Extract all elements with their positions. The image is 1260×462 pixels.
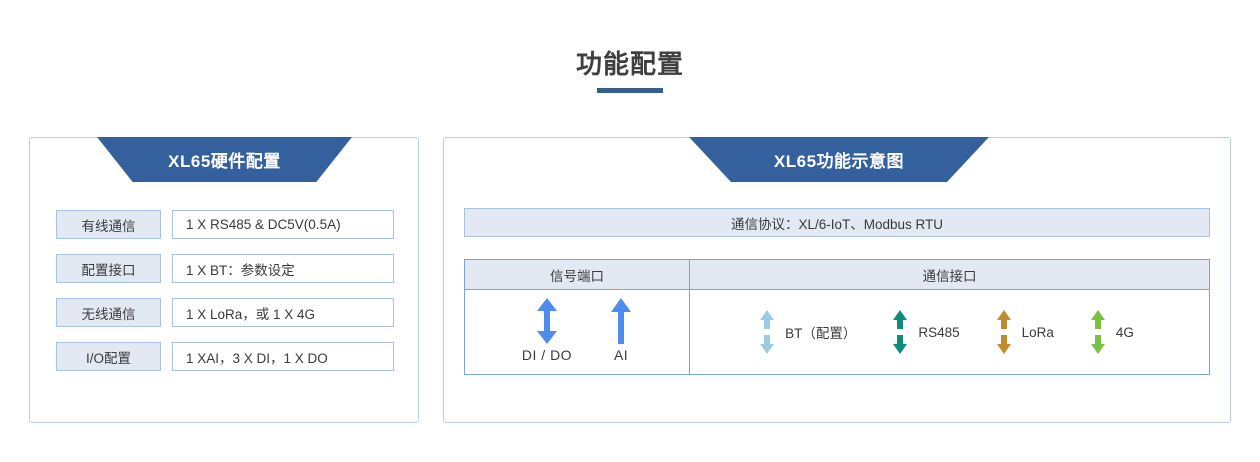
comm-interface-4g: 4G bbox=[1090, 310, 1134, 354]
comm-interface-label: RS485 bbox=[918, 324, 960, 340]
interface-matrix-table: 信号端口 通信接口 DI / DO bbox=[464, 259, 1210, 375]
row-label: 有线通信 bbox=[56, 210, 161, 239]
comm-interface-label: 4G bbox=[1115, 324, 1134, 340]
signal-port-di-do: DI / DO bbox=[522, 297, 572, 363]
comm-interface-rs485: RS485 bbox=[892, 310, 960, 354]
matrix-body-row: DI / DO AI bbox=[465, 290, 1209, 374]
row-value: 1 X BT：参数设定 bbox=[172, 254, 394, 283]
table-row: 无线通信 1 X LoRa，或 1 X 4G bbox=[56, 298, 394, 327]
comm-interface-lora: LoRa bbox=[996, 310, 1054, 354]
signal-ports-cell: DI / DO AI bbox=[465, 290, 689, 374]
signal-ports-group: DI / DO AI bbox=[465, 297, 689, 367]
protocol-bar: 通信协议：XL/6-IoT、Modbus RTU bbox=[464, 208, 1210, 237]
row-value: 1 XAI，3 X DI，1 X DO bbox=[172, 342, 394, 371]
split-double-arrow-icon bbox=[759, 310, 775, 354]
hardware-config-panel: XL65硬件配置 有线通信 1 X RS485 & DC5V(0.5A) 配置接… bbox=[29, 137, 419, 423]
function-diagram-panel: XL65功能示意图 通信协议：XL/6-IoT、Modbus RTU 信号端口 … bbox=[443, 137, 1231, 423]
hardware-config-ribbon-title: XL65硬件配置 bbox=[97, 137, 352, 182]
hardware-config-rows: 有线通信 1 X RS485 & DC5V(0.5A) 配置接口 1 X BT：… bbox=[56, 210, 394, 386]
title-underline bbox=[597, 88, 663, 93]
split-double-arrow-icon bbox=[1090, 310, 1106, 354]
double-arrow-icon bbox=[536, 297, 558, 345]
page-title: 功能配置 bbox=[575, 49, 684, 79]
function-diagram-ribbon-title: XL65功能示意图 bbox=[689, 137, 989, 182]
matrix-header-row: 信号端口 通信接口 bbox=[465, 260, 1209, 290]
split-double-arrow-icon bbox=[996, 310, 1012, 354]
page-title-block: 功能配置 bbox=[0, 48, 1260, 93]
split-double-arrow-icon bbox=[892, 310, 908, 354]
row-value: 1 X RS485 & DC5V(0.5A) bbox=[172, 210, 394, 239]
comm-interfaces-group: BT（配置） RS485 bbox=[690, 310, 1209, 354]
comm-interface-label: BT（配置） bbox=[785, 326, 857, 341]
row-label: I/O配置 bbox=[56, 342, 161, 371]
row-label: 配置接口 bbox=[56, 254, 161, 283]
column-header-signal-ports: 信号端口 bbox=[550, 268, 604, 284]
signal-port-ai: AI bbox=[610, 297, 632, 363]
comm-interface-label: LoRa bbox=[1021, 324, 1054, 340]
comm-interfaces-cell: BT（配置） RS485 bbox=[689, 290, 1209, 374]
table-row: 有线通信 1 X RS485 & DC5V(0.5A) bbox=[56, 210, 394, 239]
up-arrow-icon bbox=[610, 297, 632, 345]
row-label: 无线通信 bbox=[56, 298, 161, 327]
comm-interface-bt: BT（配置） bbox=[759, 310, 856, 354]
signal-port-label: AI bbox=[613, 347, 629, 363]
row-value: 1 X LoRa，或 1 X 4G bbox=[172, 298, 394, 327]
column-header-comm-interfaces: 通信接口 bbox=[689, 260, 1209, 289]
table-row: 配置接口 1 X BT：参数设定 bbox=[56, 254, 394, 283]
signal-port-label: DI / DO bbox=[521, 347, 573, 363]
table-row: I/O配置 1 XAI，3 X DI，1 X DO bbox=[56, 342, 394, 371]
